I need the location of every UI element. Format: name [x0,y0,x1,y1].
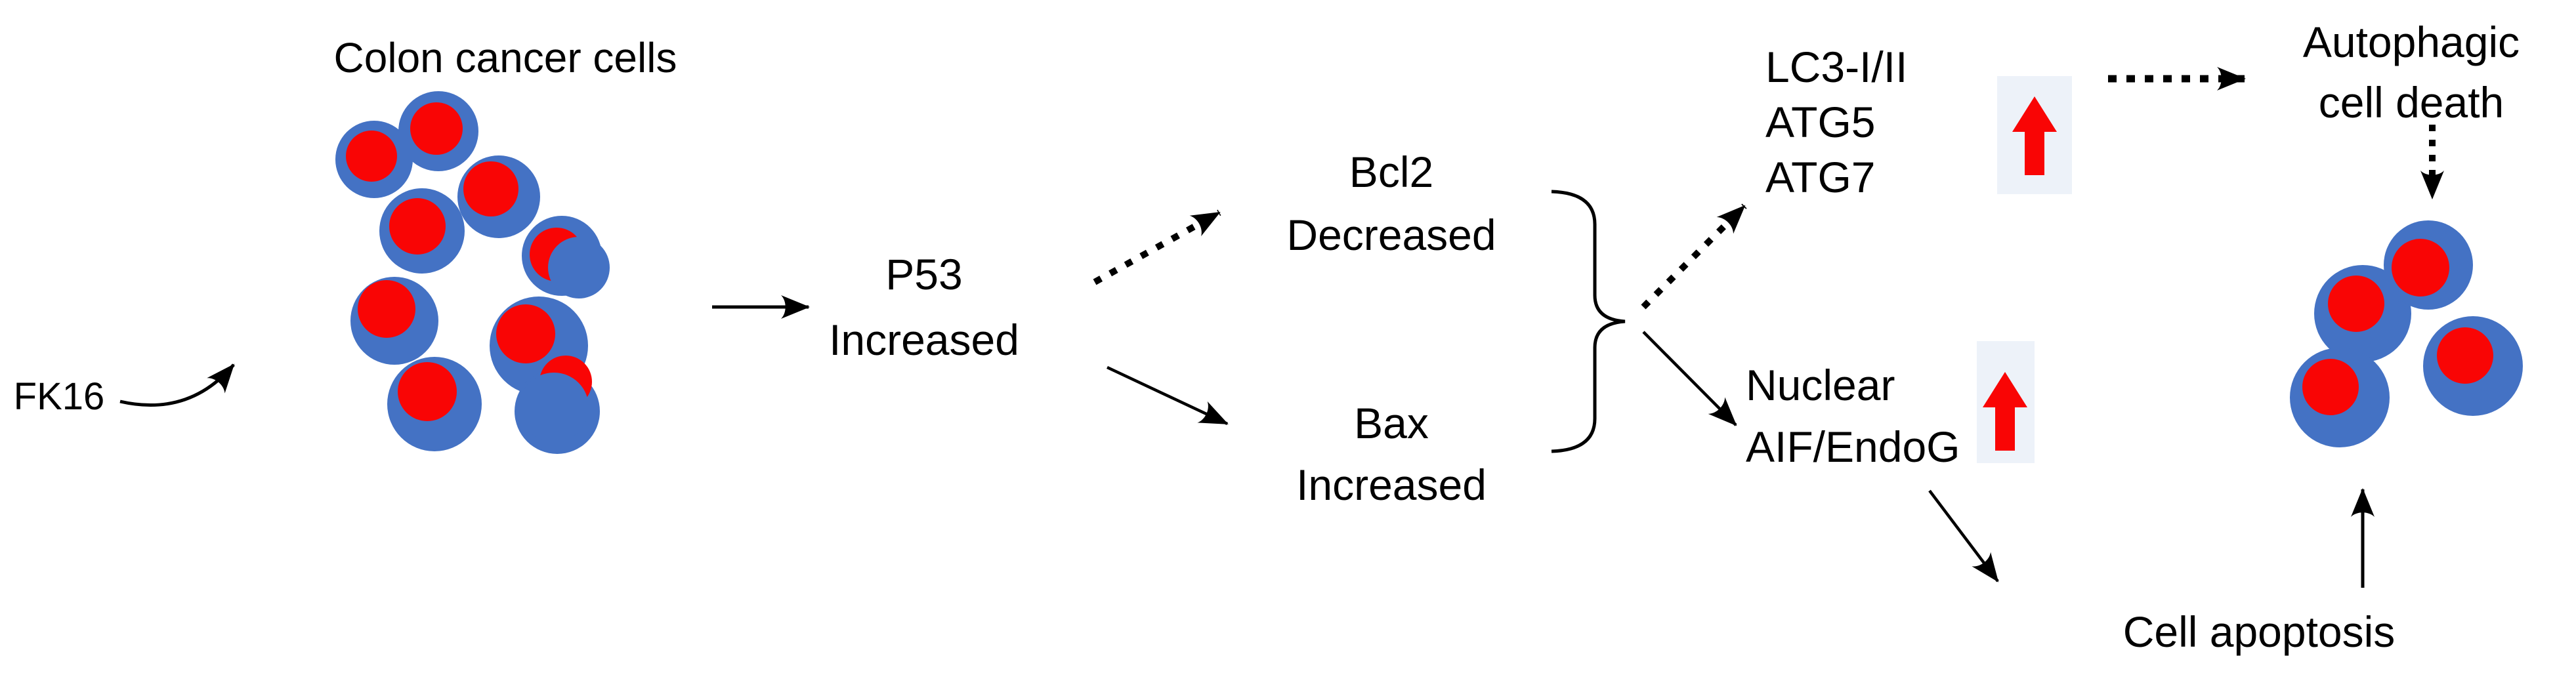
autophagic-line1: Autophagic [2302,18,2520,66]
brace-to-autophagy-dashed-arrow [1641,203,1747,310]
fk16-label: FK16 [13,375,105,418]
atg7-line: ATG7 [1765,153,1876,201]
cell-nucleus [496,304,555,363]
cell-nucleus [358,280,415,338]
bax-increased-label: Bax Increased [1260,392,1523,516]
up-arrow-icon [1983,372,2027,451]
cell-apoptosis-label: Cell apoptosis [2122,607,2396,656]
nuclear-line1: Nuclear [1746,361,1895,409]
cell-nucleus [410,102,463,155]
cell-nucleus [2302,359,2359,415]
cell-nucleus [398,362,457,421]
p53-increased-label: P53 Increased [793,241,1055,373]
p53-to-bcl2-dashed-arrow [1093,209,1221,285]
cell-nucleus [346,131,397,182]
combine-brace [1551,190,1626,453]
colon-cancer-cells-cluster [335,91,610,454]
colon-cancer-cells-title: Colon cancer cells [333,34,677,81]
atg5-line: ATG5 [1765,98,1876,146]
dying-cells-cluster [2290,220,2523,447]
bcl2-decreased-label: Bcl2 Decreased [1260,140,1523,266]
bcl2-line1: Bcl2 [1349,148,1434,196]
bax-line1: Bax [1354,399,1429,447]
cell-body-overlap [519,373,589,442]
autophagic-cell-death-label: Autophagic cell death [2247,12,2575,133]
lc3-line: LC3-I/II [1765,43,1908,91]
p53-line1: P53 [885,250,963,298]
cell-nucleus [2328,276,2384,332]
cell-nucleus [2437,327,2493,384]
cell-nucleus [463,161,518,216]
nuclear-line2: AIF/EndoG [1746,422,1960,471]
p53-line2: Increased [829,316,1019,364]
cell-body-overlap [548,237,610,298]
nuclear-to-apoptosis-arrow [1928,489,1999,583]
bax-line2: Increased [1296,460,1487,509]
autophagic-line2: cell death [2318,78,2504,127]
cell-nucleus [2392,239,2449,297]
autophagy-markers-label: LC3-I/II ATG5 ATG7 [1765,39,1907,205]
fk16-to-cells-arrow [119,363,235,407]
cell-nucleus [389,198,446,255]
nuclear-aif-endog-label: Nuclear AIF/EndoG [1746,354,1960,478]
p53-to-bax-arrow [1107,365,1229,426]
bcl2-line2: Decreased [1286,211,1496,259]
brace-to-nuclear-arrow [1642,331,1737,426]
up-arrow-icon [2012,96,2057,175]
